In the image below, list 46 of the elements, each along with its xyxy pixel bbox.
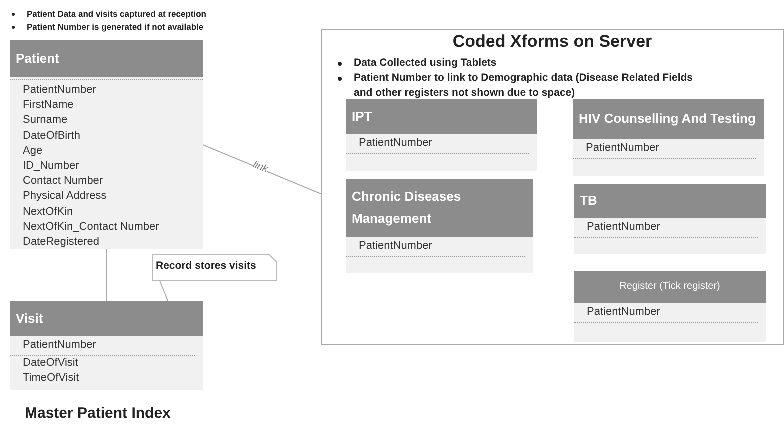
entity-table — [573, 99, 764, 176]
table-header: Register (Tick register) — [574, 271, 766, 303]
field-name: PatientNumber — [10, 79, 203, 98]
server-panel — [321, 29, 784, 345]
bullet-note: Patient Number is generated if not available — [27, 22, 204, 32]
bullet-note: Data Collected using Tablets — [354, 56, 498, 71]
table-header: TB — [574, 184, 766, 218]
field-name: DateOfVisit — [22, 356, 80, 372]
field-name: NextOfKin_Contact Number — [22, 220, 160, 235]
field-name: PatientNumber — [10, 336, 195, 356]
field-name: PatientNumber — [573, 139, 756, 160]
callout-text: Record stores visits — [156, 260, 256, 272]
table-header: Chronic Diseases Management — [346, 179, 533, 237]
table-header: Patient — [10, 40, 203, 77]
field-name: PatientNumber — [574, 218, 758, 238]
edge-label: link — [251, 159, 270, 175]
entity-table — [10, 40, 203, 249]
field-name: Age — [22, 144, 44, 159]
entity-table — [574, 271, 766, 342]
bullet-note: Patient Number to link to Demographic data (Disease Related Fields and other registers not shown due to space) — [354, 71, 694, 101]
bullet-note: Patient Data and visits captured at reception — [27, 9, 206, 19]
field-name: FirstName — [22, 98, 75, 114]
field-name: Physical Address — [22, 189, 108, 204]
panel-title: Coded Xforms on Server — [452, 32, 654, 52]
table-header: Visit — [10, 301, 203, 336]
callout-box — [152, 254, 277, 281]
connector-line — [202, 144, 322, 194]
entity-table — [10, 301, 203, 390]
connector-line — [106, 248, 108, 302]
field-name: DateRegistered — [22, 235, 100, 250]
field-name: DateOfBirth — [22, 128, 82, 144]
field-name: PatientNumber — [346, 134, 529, 154]
field-name: PatientNumber — [574, 303, 758, 324]
leader-line — [160, 280, 168, 302]
field-name: PatientNumber — [346, 237, 525, 258]
table-header: HIV Counselling And Testing — [573, 99, 764, 139]
entity-table — [574, 184, 766, 254]
section-title: Master Patient Index — [25, 405, 171, 422]
entity-table — [346, 179, 533, 273]
field-name: Surname — [22, 113, 69, 128]
field-name: TimeOfVisit — [22, 371, 80, 386]
entity-table — [346, 99, 537, 171]
field-name: ID_Number — [22, 159, 80, 174]
field-name: Contact Number — [22, 174, 104, 190]
table-header: IPT — [346, 99, 537, 134]
field-name: NextOfKin — [22, 204, 74, 220]
